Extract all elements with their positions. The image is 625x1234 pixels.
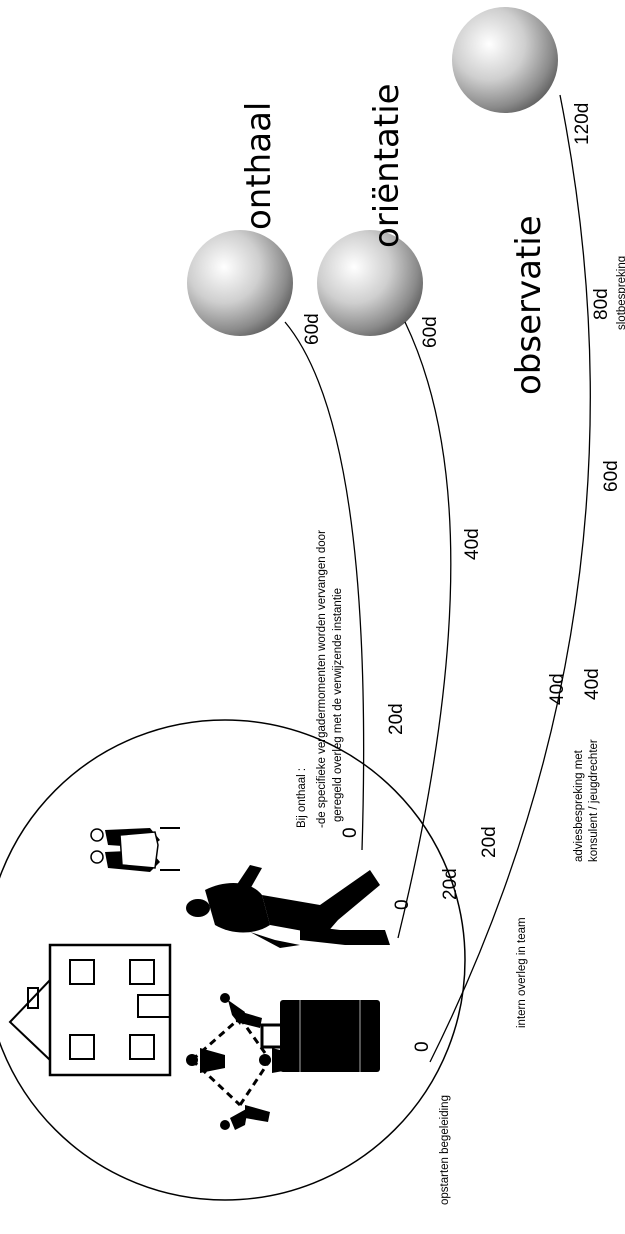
orientatie-label: oriëntatie [367,83,407,248]
orientatie-tick-60d: 60d [420,316,441,348]
orientatie-sphere [317,230,423,336]
walking-man-icon [186,865,390,948]
onthaal-tick-40d: 40d [462,528,483,560]
milestone-advice-line2: konsulent / jeugdrechter [588,739,600,862]
observatie-sphere [452,7,558,113]
orientatie-tick-0: 0 [392,899,413,910]
orientatie-tick-40d: 40d [547,673,568,705]
briefcase-icon [260,1000,380,1072]
milestone-start: opstarten begeleiding [439,1095,451,1205]
observatie-tick-20d: 20d [440,868,461,900]
onthaal-sphere [187,230,293,336]
observatie-label: observatie [509,215,549,395]
context-circle [0,719,466,1201]
observatie-tick-60d: 60d [601,460,622,492]
observatie-arc [429,94,591,1063]
observatie-tick-80d: 80d [591,288,612,320]
milestone-final: slotbespreking [616,256,625,330]
onthaal-tick-20d: 20d [386,703,407,735]
note-line2: geregeld overleg met de verwijzende inst… [332,588,344,822]
orientatie-tick-20d: 20d [479,826,500,858]
family-illustration [0,719,466,1201]
couple-icon [90,827,180,872]
note-title: Bij onthaal : [296,768,308,828]
onthaal-label: onthaal [239,102,279,230]
observatie-tick-0: 0 [412,1041,433,1052]
milestone-advice-line1: adviesbespreking met [573,749,585,862]
onthaal-arc [284,321,365,851]
observatie-tick-40d: 40d [582,668,603,700]
milestone-internal: intern overleg in team [516,917,528,1028]
onthaal-tick-60d: 60d [302,313,323,345]
note-line1: -de specifieke vergadermomenten worden v… [316,530,328,828]
onthaal-tick-0: 0 [340,827,361,838]
house-icon [8,943,172,1077]
observatie-tick-120d: 120d [572,103,593,145]
orientatie-arc [397,321,452,939]
